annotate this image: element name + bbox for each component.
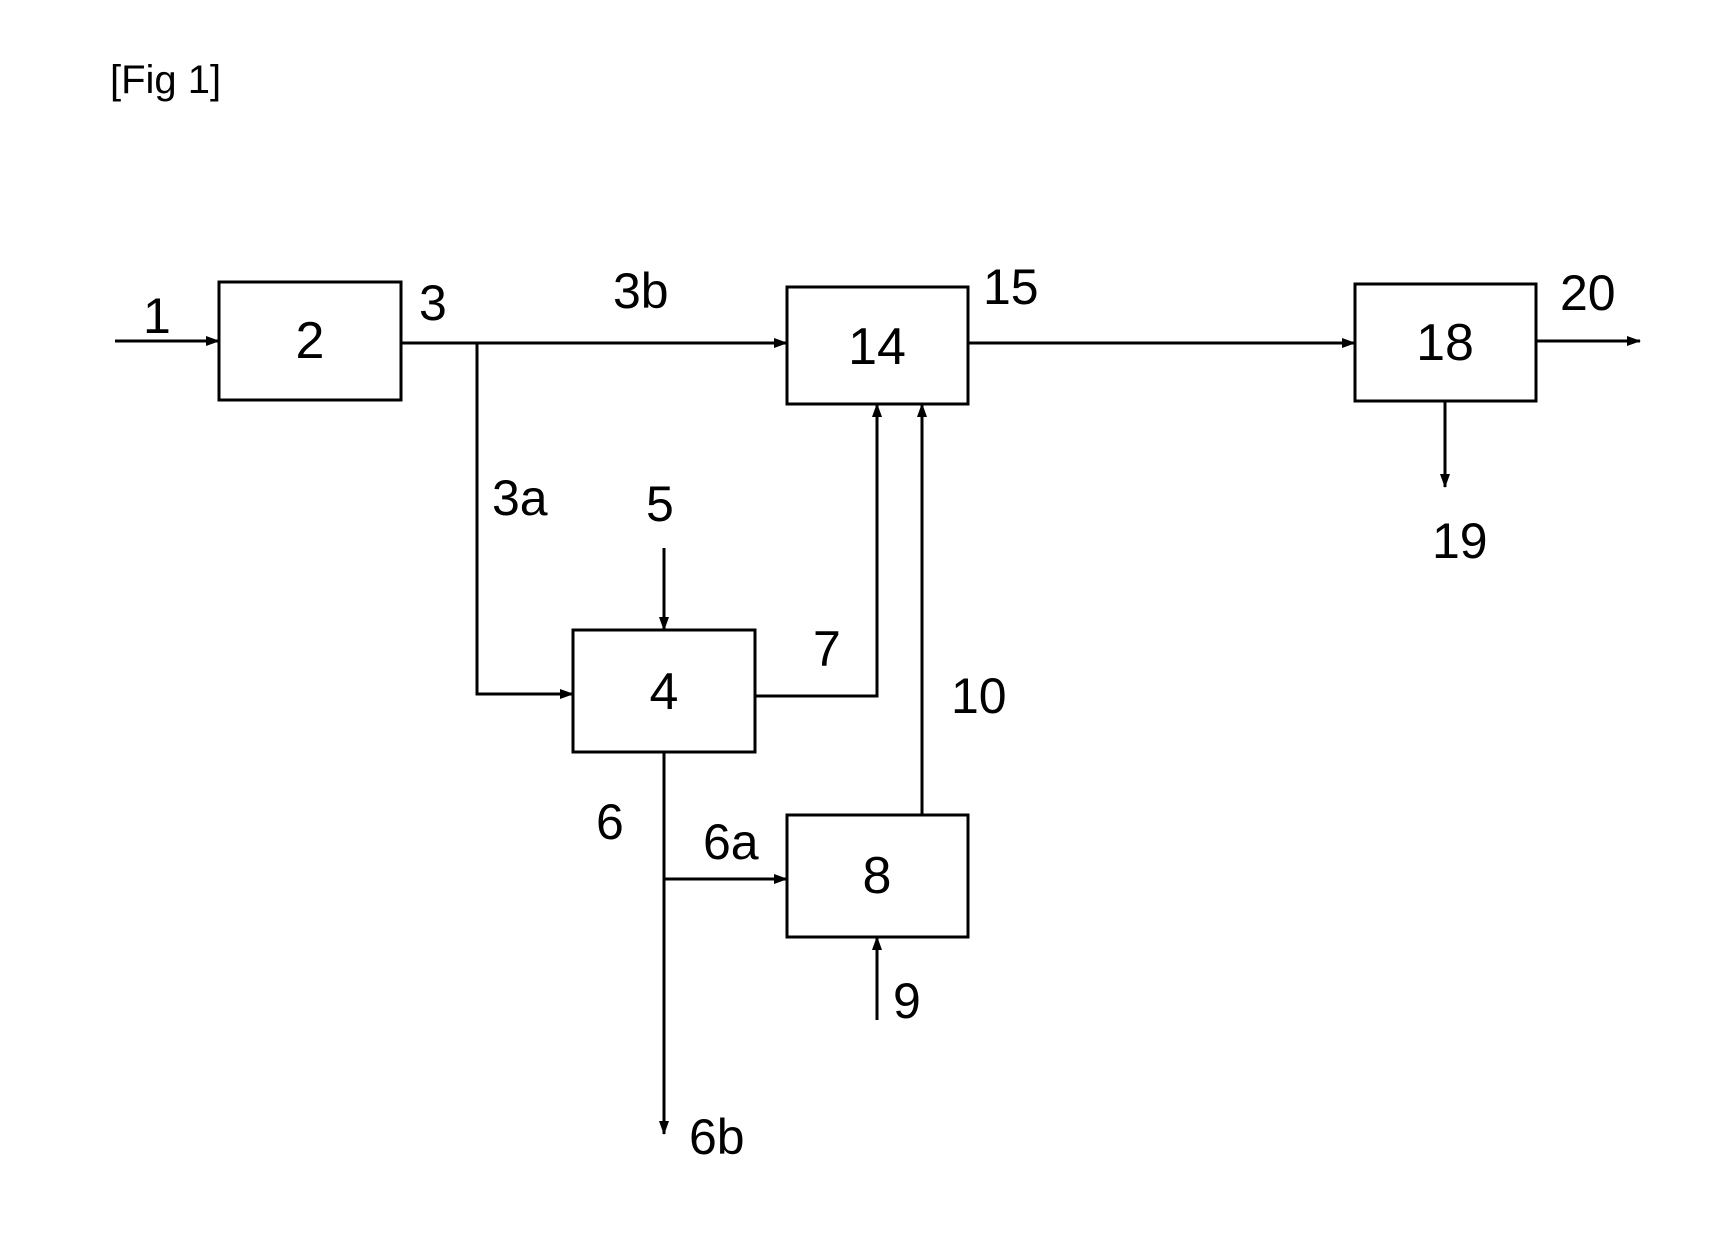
unit-18-label: 18 bbox=[1416, 314, 1474, 372]
figure-title: [Fig 1] bbox=[110, 58, 221, 102]
stream-15-label: 15 bbox=[983, 259, 1039, 315]
unit-14-box bbox=[785, 285, 970, 406]
stream-6a-label: 6a bbox=[703, 814, 759, 870]
unit-14: 14 bbox=[785, 285, 970, 406]
stream-1-label: 1 bbox=[143, 288, 171, 344]
stream-7-line bbox=[755, 403, 882, 698]
stream-6-label: 6 bbox=[596, 794, 624, 850]
unit-18: 18 bbox=[1353, 282, 1538, 403]
stream-19-label: 19 bbox=[1432, 513, 1488, 569]
unit-2-box bbox=[217, 280, 403, 402]
unit-4-label: 4 bbox=[650, 663, 679, 721]
stream-3a-label: 3a bbox=[492, 470, 548, 526]
stream-6b-label: 6b bbox=[689, 1109, 745, 1165]
stream-7-label: 7 bbox=[813, 621, 841, 677]
stream-20-label: 20 bbox=[1560, 265, 1616, 321]
unit-8: 8 bbox=[785, 813, 970, 939]
stream-3a-line bbox=[475, 343, 574, 699]
stream-10-label: 10 bbox=[951, 668, 1007, 724]
stream-3-label: 3 bbox=[419, 275, 447, 331]
unit-2: 2 bbox=[217, 280, 403, 402]
unit-18-box bbox=[1353, 282, 1538, 403]
unit-2-label: 2 bbox=[296, 312, 325, 370]
stream-3b-label: 3b bbox=[613, 263, 669, 319]
unit-4: 4 bbox=[571, 628, 757, 754]
stream-5-label: 5 bbox=[646, 476, 674, 532]
stream-9-label: 9 bbox=[893, 973, 921, 1029]
unit-4-box bbox=[571, 628, 757, 754]
unit-8-label: 8 bbox=[863, 847, 892, 905]
unit-14-label: 14 bbox=[848, 318, 906, 376]
